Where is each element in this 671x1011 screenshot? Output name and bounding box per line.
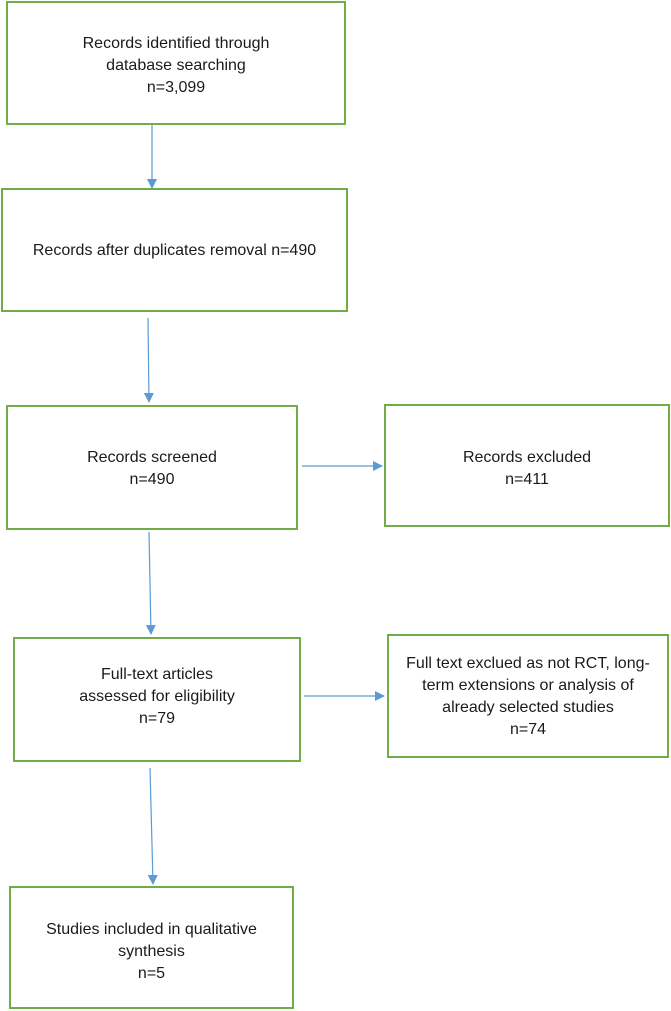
studies-included-line-2: synthesis <box>118 943 185 960</box>
studies-included-line-1: Studies included in qualitative <box>46 921 257 938</box>
records-excluded-box: Records excluded n=411 <box>384 404 670 527</box>
arrow-screened-to-fulltext <box>145 531 156 635</box>
records-excluded-count: n=411 <box>505 471 549 488</box>
studies-included-count: n=5 <box>137 965 166 982</box>
fulltext-excluded-box: Full text exclued as not RCT, long- term… <box>387 634 669 758</box>
records-screened-count: n=490 <box>129 471 175 488</box>
records-identified-line-1: Records identified through <box>82 35 270 52</box>
records-screened-box: Records screened n=490 <box>6 405 298 530</box>
arrow-duplicates-to-screened <box>143 317 154 403</box>
fulltext-excluded-line-3: already selected studies <box>442 699 614 716</box>
fulltext-excluded-line-1: Full text exclued as not RCT, long- <box>406 655 650 672</box>
records-after-duplicates-box: Records after duplicates removal n=490 <box>1 188 348 312</box>
fulltext-excluded-count: n=74 <box>509 721 547 738</box>
records-identified-line-2: database searching <box>106 57 246 74</box>
records-identified-box: Records identified through database sear… <box>6 1 346 125</box>
records-excluded-label: Records excluded <box>462 449 592 466</box>
studies-included-box: Studies included in qualitative synthesi… <box>9 886 294 1009</box>
records-screened-label: Records screened <box>87 449 217 466</box>
fulltext-assessed-line-1: Full-text articles <box>100 666 214 683</box>
records-identified-count: n=3,099 <box>146 79 206 96</box>
fulltext-assessed-box: Full-text articles assessed for eligibil… <box>13 637 301 762</box>
fulltext-assessed-count: n=79 <box>138 710 176 727</box>
arrow-fulltext-to-included <box>147 767 158 885</box>
records-after-duplicates-label: Records after duplicates removal n=490 <box>32 242 317 259</box>
fulltext-excluded-line-2: term extensions or analysis of <box>422 677 634 694</box>
fulltext-assessed-line-2: assessed for eligibility <box>79 688 235 705</box>
